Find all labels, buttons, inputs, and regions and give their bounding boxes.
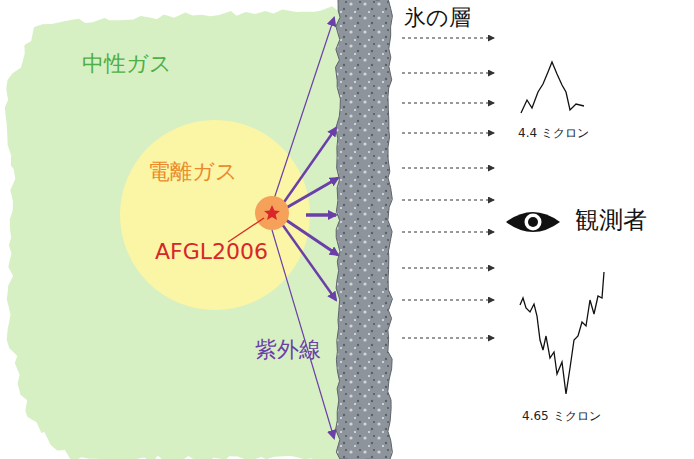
ionized-gas-region-label: 電離ガス [148, 160, 238, 184]
star [264, 205, 280, 220]
eye-icon [506, 212, 560, 232]
ice-layer-label: 氷の層 [404, 6, 471, 30]
ionized-gas-region: 電離ガス [120, 120, 310, 310]
neutral-gas-region-label: 中性ガス [82, 52, 172, 76]
light-rays [402, 38, 494, 338]
wavelength-label: 4.65 ミクロン [522, 410, 601, 423]
wavelength-label: 4.4 ミクロン [518, 127, 589, 140]
ionized-gas-region-shape [120, 120, 310, 310]
neutral-gas-region: 中性ガス電離ガス [0, 0, 348, 459]
absorption-spectrum [520, 272, 604, 394]
ice-layer: 氷の層 [334, 0, 396, 459]
neutral-gas-region-shape [0, 0, 348, 459]
uv-label: 紫外線 [255, 338, 321, 362]
emission-spectrum [521, 62, 584, 113]
observer-label: 観測者 [575, 207, 647, 233]
star-glow [255, 196, 289, 230]
star-name: AFGL2006 [155, 240, 268, 264]
ice-layer-shape [334, 0, 396, 459]
